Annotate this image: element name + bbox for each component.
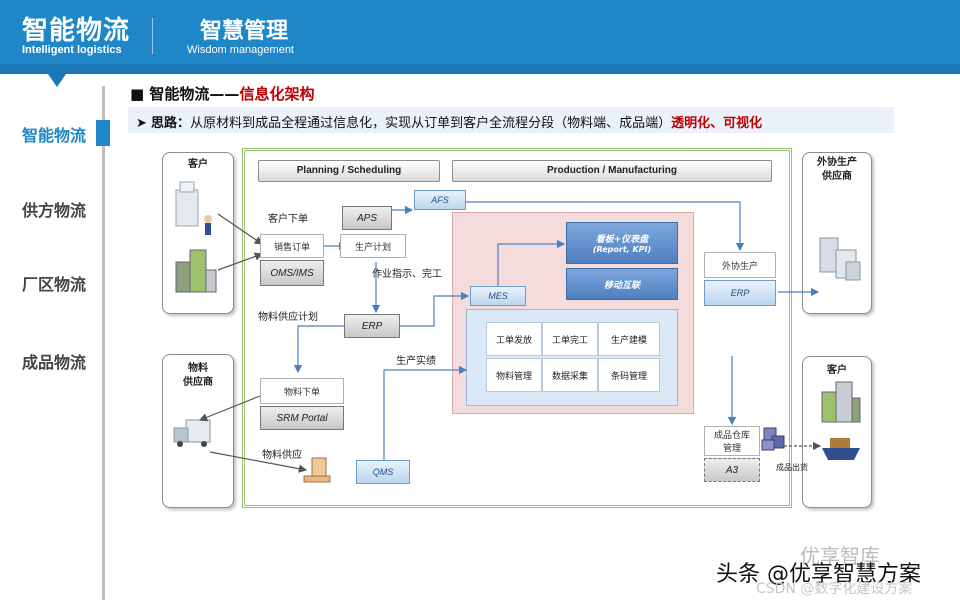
nav-item-smart-logistics[interactable]: 智能物流 xyxy=(22,126,87,145)
nav-item-factory-logistics[interactable]: 厂区物流 xyxy=(22,275,87,294)
header-subtitle-en: Wisdom management xyxy=(187,44,294,56)
partner-panel-label: 外协生产 供应商 xyxy=(802,156,872,184)
section-title-prefix: 智能物流—— xyxy=(149,85,240,103)
header-pointer-icon xyxy=(48,74,66,87)
idea-banner xyxy=(128,107,894,133)
fg-warehouse-line2: 管理 xyxy=(722,444,741,454)
idea-body: 从原材料到成品全程通过信息化，实现从订单到客户全流程分段（物料端、成品端） xyxy=(190,116,672,131)
nav-active-marker xyxy=(96,120,110,146)
production-plan-box: 生产计划 xyxy=(340,234,406,258)
mobile-internet-box: 移动互联 xyxy=(566,268,678,300)
kanban-title: 看板+仪表盘 xyxy=(595,235,649,245)
work-instruction-label: 作业指示、完工 xyxy=(372,269,442,280)
module-material-management: 物料管理 xyxy=(486,358,542,392)
outsource-erp-box: ERP xyxy=(704,280,776,306)
afs-box: AFS xyxy=(414,190,466,210)
fg-warehouse-box: 成品仓库 管理 xyxy=(704,426,760,456)
customer-panel-top xyxy=(162,152,234,314)
supplier-panel-label: 物料 供应商 xyxy=(162,362,234,390)
idea-text: ➤ 思路：从原材料到成品全程通过信息化，实现从订单到客户全流程分段（物料端、成品… xyxy=(136,112,762,131)
srm-portal-box: SRM Portal xyxy=(260,406,344,430)
customer-panel-bottom xyxy=(802,356,872,508)
production-header: Production / Manufacturing xyxy=(452,160,772,182)
material-plan-label: 物料供应计划 xyxy=(258,312,318,323)
partner-panel xyxy=(802,152,872,314)
module-work-order-complete: 工单完工 xyxy=(542,322,598,356)
planning-header: Planning / Scheduling xyxy=(258,160,440,182)
production-report-label: 生产实绩 xyxy=(396,356,436,367)
partner-label-line1: 外协生产 xyxy=(817,157,857,168)
module-data-collection: 数据采集 xyxy=(542,358,598,392)
header-subtitle: 智慧管理 xyxy=(200,19,289,44)
outsource-erp-label: ERP xyxy=(730,288,750,298)
sales-order-box: 销售订单 xyxy=(260,234,324,258)
nav-timeline xyxy=(102,86,105,600)
nav-item-product-logistics[interactable]: 成品物流 xyxy=(22,353,87,372)
material-supply-label: 物料供应 xyxy=(262,450,302,461)
outsource-production-box: 外协生产 xyxy=(704,252,776,278)
qms-box: QMS xyxy=(356,460,410,484)
aps-box: APS xyxy=(342,206,392,230)
supplier-label-line2: 供应商 xyxy=(183,377,213,388)
qms-label: QMS xyxy=(372,467,394,477)
fg-shipping-label: 成品出货 xyxy=(776,463,808,472)
header-shade xyxy=(0,64,960,74)
idea-highlight: 透明化、可视化 xyxy=(671,116,763,131)
header-title: 智能物流 xyxy=(22,16,131,46)
module-barcode-management: 条码管理 xyxy=(598,358,660,392)
supplier-label-line1: 物料 xyxy=(188,363,208,374)
nav-item-supplier-logistics[interactable]: 供方物流 xyxy=(22,201,87,220)
section-title: ■ 智能物流——信息化架构 xyxy=(130,83,314,104)
watermark-csdn: CSDN @数字化建设方案 xyxy=(756,581,913,597)
header-title-en: Intelligent logistics xyxy=(22,44,122,56)
partner-label-line2: 供应商 xyxy=(822,171,852,182)
a3-box: A3 xyxy=(704,458,760,482)
fg-warehouse-line1: 成品仓库 xyxy=(713,431,750,441)
module-production-modeling: 生产建模 xyxy=(598,322,660,356)
idea-label: 思路： xyxy=(151,116,191,131)
watermark-toutiao: 头条 @优享智慧方案 xyxy=(716,562,921,587)
arrow-bullet-icon: ➤ xyxy=(136,116,147,131)
mes-box: MES xyxy=(470,286,526,306)
material-order-box: 物料下单 xyxy=(260,378,344,404)
watermark-brand: 优享智库 xyxy=(800,544,880,568)
header-divider xyxy=(152,18,153,54)
module-work-order-issue: 工单发放 xyxy=(486,322,542,356)
customer-order-label: 客户下单 xyxy=(268,214,308,225)
kanban-subtitle: (Report, KPI) xyxy=(592,245,652,254)
oms-box: OMS/IMS xyxy=(260,260,324,286)
kanban-dashboard-box: 看板+仪表盘 (Report, KPI) xyxy=(566,222,678,264)
mes-label: MES xyxy=(488,291,508,301)
customer-top-label: 客户 xyxy=(188,159,208,170)
customer-bottom-label: 客户 xyxy=(827,365,847,376)
app-header xyxy=(0,0,960,74)
afs-label: AFS xyxy=(431,195,449,205)
erp-box: ERP xyxy=(344,314,400,338)
section-title-highlight: 信息化架构 xyxy=(239,85,315,103)
square-bullet-icon: ■ xyxy=(130,85,145,103)
